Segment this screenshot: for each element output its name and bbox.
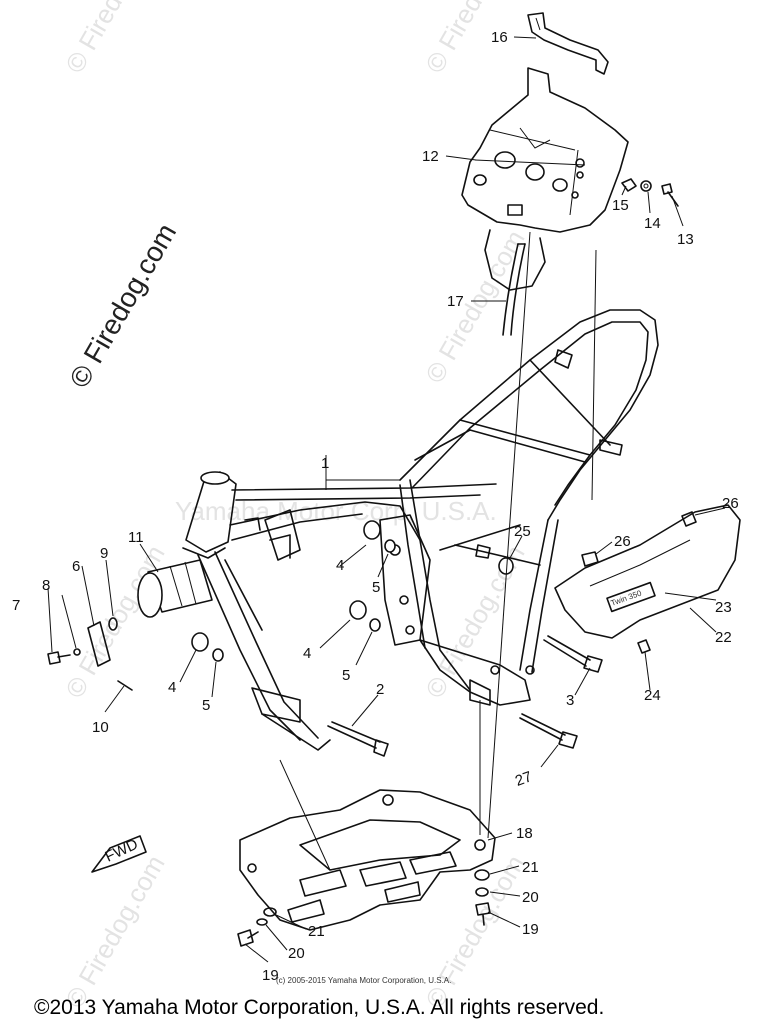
battery-box-12 [461,67,629,291]
small-copyright: (c) 2005-2015 Yamaha Motor Corporation, … [276,976,451,985]
watermarks: © Firedog.com © Firedog.com © Firedog.co… [59,0,530,1013]
part-label: 27 [513,768,534,790]
part-label: 13 [677,231,694,248]
watermark-side: © Firedog.com [63,218,182,393]
watermark-tile: © Firedog.com [419,540,530,703]
mount-bolts [327,635,603,757]
rubbers-4-5 [191,520,514,662]
breather-hose-17 [502,243,526,336]
part-label: 25 [514,523,531,540]
part-label: 5 [202,697,210,714]
part-label: 8 [42,577,50,594]
part-label: 7 [12,597,20,614]
part-label: 9 [100,545,108,562]
part-label: 21 [522,859,539,876]
part-label: 20 [522,889,539,906]
part-label: 17 [447,293,464,310]
watermark-tile: © Firedog.com [59,850,170,1013]
watermark-tile: © Firedog.com [419,0,530,78]
part-label: 23 [715,599,732,616]
part-label: 16 [491,29,508,46]
part-label: 14 [644,215,661,232]
watermark-center: Yamaha Motor Corp, U.S.A. [175,496,497,526]
leader-lines [47,36,726,963]
part-label: 6 [72,558,80,575]
part-label: 4 [303,645,311,662]
skid-fasteners [237,869,491,947]
watermark-tile: © Firedog.com [59,0,170,78]
part-label: 4 [336,557,344,574]
part-label: 3 [566,692,574,709]
part-labels: 16 12 15 14 13 17 1 4 5 25 26 26 23 22 2… [12,29,739,984]
side-cover-22: Twin 350 [554,504,741,654]
part-label: 12 [422,148,439,165]
main-frame-1 [182,309,659,751]
part-label: 22 [715,629,732,646]
skid-plate-18 [239,789,496,931]
part-label: 11 [128,529,144,546]
part-label: 26 [614,533,631,550]
front-mount-parts [47,559,213,691]
fasteners-13-15 [621,178,679,207]
part-label: 19 [522,921,539,938]
part-label: 19 [262,967,279,984]
footer-copyright: ©2013 Yamaha Motor Corporation, U.S.A. A… [34,996,604,1019]
part-label: 5 [342,667,350,684]
part-label: 26 [722,495,739,512]
part-label: 5 [372,579,380,596]
part-label: 24 [644,687,661,704]
part-label: 10 [92,719,109,736]
strap-16 [527,12,609,75]
part-label: 21 [308,923,325,940]
part-label: 1 [321,455,329,472]
part-label: 18 [516,825,533,842]
part-label: 20 [288,945,305,962]
part-label: 15 [612,197,629,214]
part-label: 2 [376,681,384,698]
part-label: 4 [168,679,176,696]
